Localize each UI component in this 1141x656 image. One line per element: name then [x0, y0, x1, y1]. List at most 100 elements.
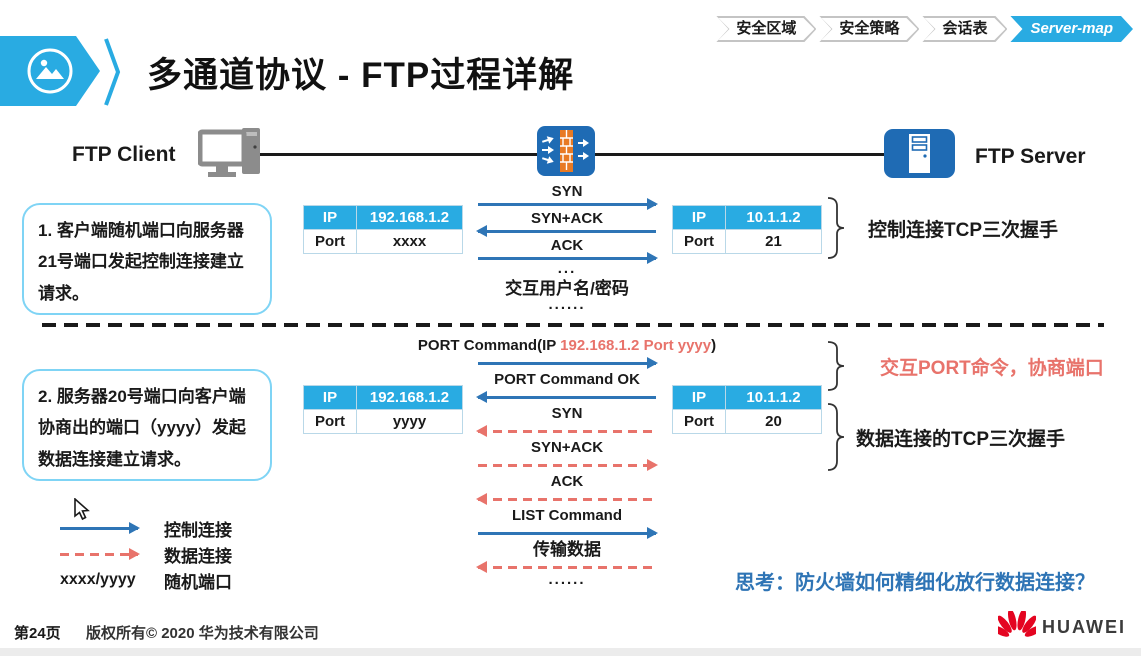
- port-command-prefix: PORT Command(IP: [417, 337, 561, 354]
- ellipsis-label: ...: [557, 260, 577, 277]
- tab-session-table[interactable]: 会话表: [922, 16, 1007, 42]
- step1-server-ip-table: IP 10.1.1.2 Port 21: [672, 205, 822, 254]
- table-row-ip: IP 192.168.1.2: [304, 386, 462, 409]
- port-negotiation-label: 交互PORT命令，协商端口: [880, 358, 1104, 379]
- image-icon: [27, 48, 73, 94]
- flow-message-label: 传输数据: [533, 540, 601, 559]
- chevron-shape-inner: [718, 18, 814, 40]
- cursor-icon: [74, 498, 90, 521]
- step2-client-ip-table: IP 192.168.1.2 Port yyyy: [303, 385, 463, 434]
- arrow-left-icon: [476, 391, 656, 403]
- huawei-wordmark: HUAWEI: [1042, 616, 1126, 637]
- legend-row-random-port: xxxx/yyyy 随机端口: [60, 567, 232, 593]
- dashed-arrow-left-icon: [476, 561, 656, 573]
- bottom-bar: [0, 648, 1141, 656]
- title-badge: [0, 36, 100, 106]
- dashed-divider: [42, 323, 1104, 327]
- ip-value: 192.168.1.2: [369, 389, 450, 406]
- step2-server-ip-table: IP 10.1.1.2 Port 20: [672, 385, 822, 434]
- step2-note-text: 2. 服务器20号端口向客户端协商出的端口（yyyy）发起数据连接建立请求。: [38, 387, 246, 469]
- port-label: Port: [673, 230, 726, 253]
- data-connection-flow: PORT Command(IP 192.168.1.2 Port yyyy) P…: [418, 337, 716, 593]
- table-row-port: Port 21: [673, 229, 821, 253]
- table-row-port: Port 20: [673, 409, 821, 433]
- port-command-highlight: 192.168.1.2 Port yyyy: [560, 337, 712, 354]
- legend-data-arrow: [60, 547, 160, 560]
- legend-data-label: 数据连接: [164, 546, 232, 566]
- tab-label: 会话表: [942, 20, 988, 37]
- thought-question: 思考：防火墙如何精细化放行数据连接？: [735, 572, 1095, 594]
- data-handshake-label: 数据连接的TCP三次握手: [856, 429, 1066, 450]
- step1-note-box: 1. 客户端随机端口向服务器21号端口发起控制连接建立请求。: [22, 203, 272, 315]
- chevron-shape-inner: [821, 18, 917, 40]
- huawei-flower-icon: [998, 611, 1036, 637]
- flow-message-label: SYN: [551, 183, 583, 200]
- table-row-port: Port yyyy: [304, 409, 462, 433]
- chevron-shape: [1010, 16, 1133, 42]
- ellipsis-label: ......: [548, 296, 586, 313]
- dashed-arrow-left-icon: [476, 425, 656, 437]
- brace-icon: [827, 197, 845, 259]
- legend-random-port-label: 随机端口: [164, 572, 232, 592]
- flow-message-label: LIST Command: [511, 507, 622, 524]
- legend-row-control: 控制连接: [60, 515, 232, 541]
- legend-row-data: 数据连接: [60, 541, 232, 567]
- table-row-ip: IP 10.1.1.2: [673, 206, 821, 229]
- ip-label: IP: [304, 206, 357, 229]
- legend-random-port-symbol: xxxx/yyyy: [60, 571, 160, 589]
- step2-note-box: 2. 服务器20号端口向客户端协商出的端口（yyyy）发起数据连接建立请求。: [22, 369, 272, 481]
- ip-label: IP: [673, 386, 726, 409]
- client-computer-icon: [198, 128, 260, 177]
- flow-message-label: 交互用户名/密码: [505, 279, 629, 298]
- step1-client-ip-table: IP 192.168.1.2 Port xxxx: [303, 205, 463, 254]
- dashed-arrow-right-icon: [478, 459, 658, 471]
- port-value: 21: [765, 233, 782, 250]
- port-value: 20: [765, 413, 782, 430]
- section-tabs: 安全区域 安全策略 会话表 Server-map: [713, 16, 1133, 42]
- page-number: 第24页: [14, 625, 61, 642]
- tab-label: 安全区域: [736, 20, 797, 37]
- port-value: yyyy: [392, 413, 427, 430]
- control-connection-flow: SYN SYN+ACK ACK ... 交互用户名/密码 ......: [476, 183, 658, 314]
- ip-value: 10.1.1.2: [746, 209, 801, 226]
- arrow-right-icon: [478, 357, 658, 369]
- ftp-client-label: FTP Client: [72, 143, 176, 166]
- chevron-shape-inner: [924, 18, 1005, 40]
- ip-value: 192.168.1.2: [369, 209, 450, 226]
- step1-note-text: 1. 客户端随机端口向服务器21号端口发起控制连接建立请求。: [38, 221, 244, 303]
- brace-icon: [827, 341, 845, 391]
- ip-value: 10.1.1.2: [746, 389, 801, 406]
- table-row-ip: IP 192.168.1.2: [304, 206, 462, 229]
- ip-label: IP: [304, 386, 357, 409]
- port-label: Port: [673, 410, 726, 433]
- flow-message-label: SYN+ACK: [530, 210, 604, 227]
- flow-message-label: ACK: [550, 473, 584, 490]
- arrow-right-icon: [478, 527, 658, 539]
- arrow-right-icon: [478, 198, 658, 210]
- chevron-right-icon: [104, 38, 121, 106]
- table-row-port: Port xxxx: [304, 229, 462, 253]
- dashed-arrow-left-icon: [476, 493, 656, 505]
- ip-label: IP: [673, 206, 726, 229]
- flow-message-label: SYN: [551, 405, 583, 422]
- tab-security-policy[interactable]: 安全策略: [819, 16, 919, 42]
- arrow-left-icon: [476, 225, 656, 237]
- page-title: 多通道协议 - FTP过程详解: [147, 56, 575, 95]
- legend-control-label: 控制连接: [164, 520, 232, 540]
- huawei-logo: HUAWEI: [998, 611, 1126, 643]
- dashed-arrow-right-icon: [60, 547, 140, 560]
- symbol-text: xxxx/yyyy: [60, 571, 136, 588]
- port-command-label: PORT Command(IP 192.168.1.2 Port yyyy): [418, 337, 716, 355]
- copyright: 版权所有© 2020 华为技术有限公司: [86, 625, 319, 642]
- tab-label: Server-map: [1030, 20, 1113, 37]
- port-value: xxxx: [392, 233, 427, 250]
- arrow-right-icon: [60, 521, 140, 534]
- flow-message-label: ACK: [550, 237, 584, 254]
- table-row-ip: IP 10.1.1.2: [673, 386, 821, 409]
- tab-server-map[interactable]: Server-map: [1010, 16, 1133, 42]
- brace-icon: [827, 403, 845, 471]
- arrow-right-icon: [478, 252, 658, 264]
- ftp-server-label: FTP Server: [975, 145, 1086, 168]
- tab-security-zone[interactable]: 安全区域: [716, 16, 816, 42]
- flow-message-label: PORT Command OK: [494, 371, 640, 388]
